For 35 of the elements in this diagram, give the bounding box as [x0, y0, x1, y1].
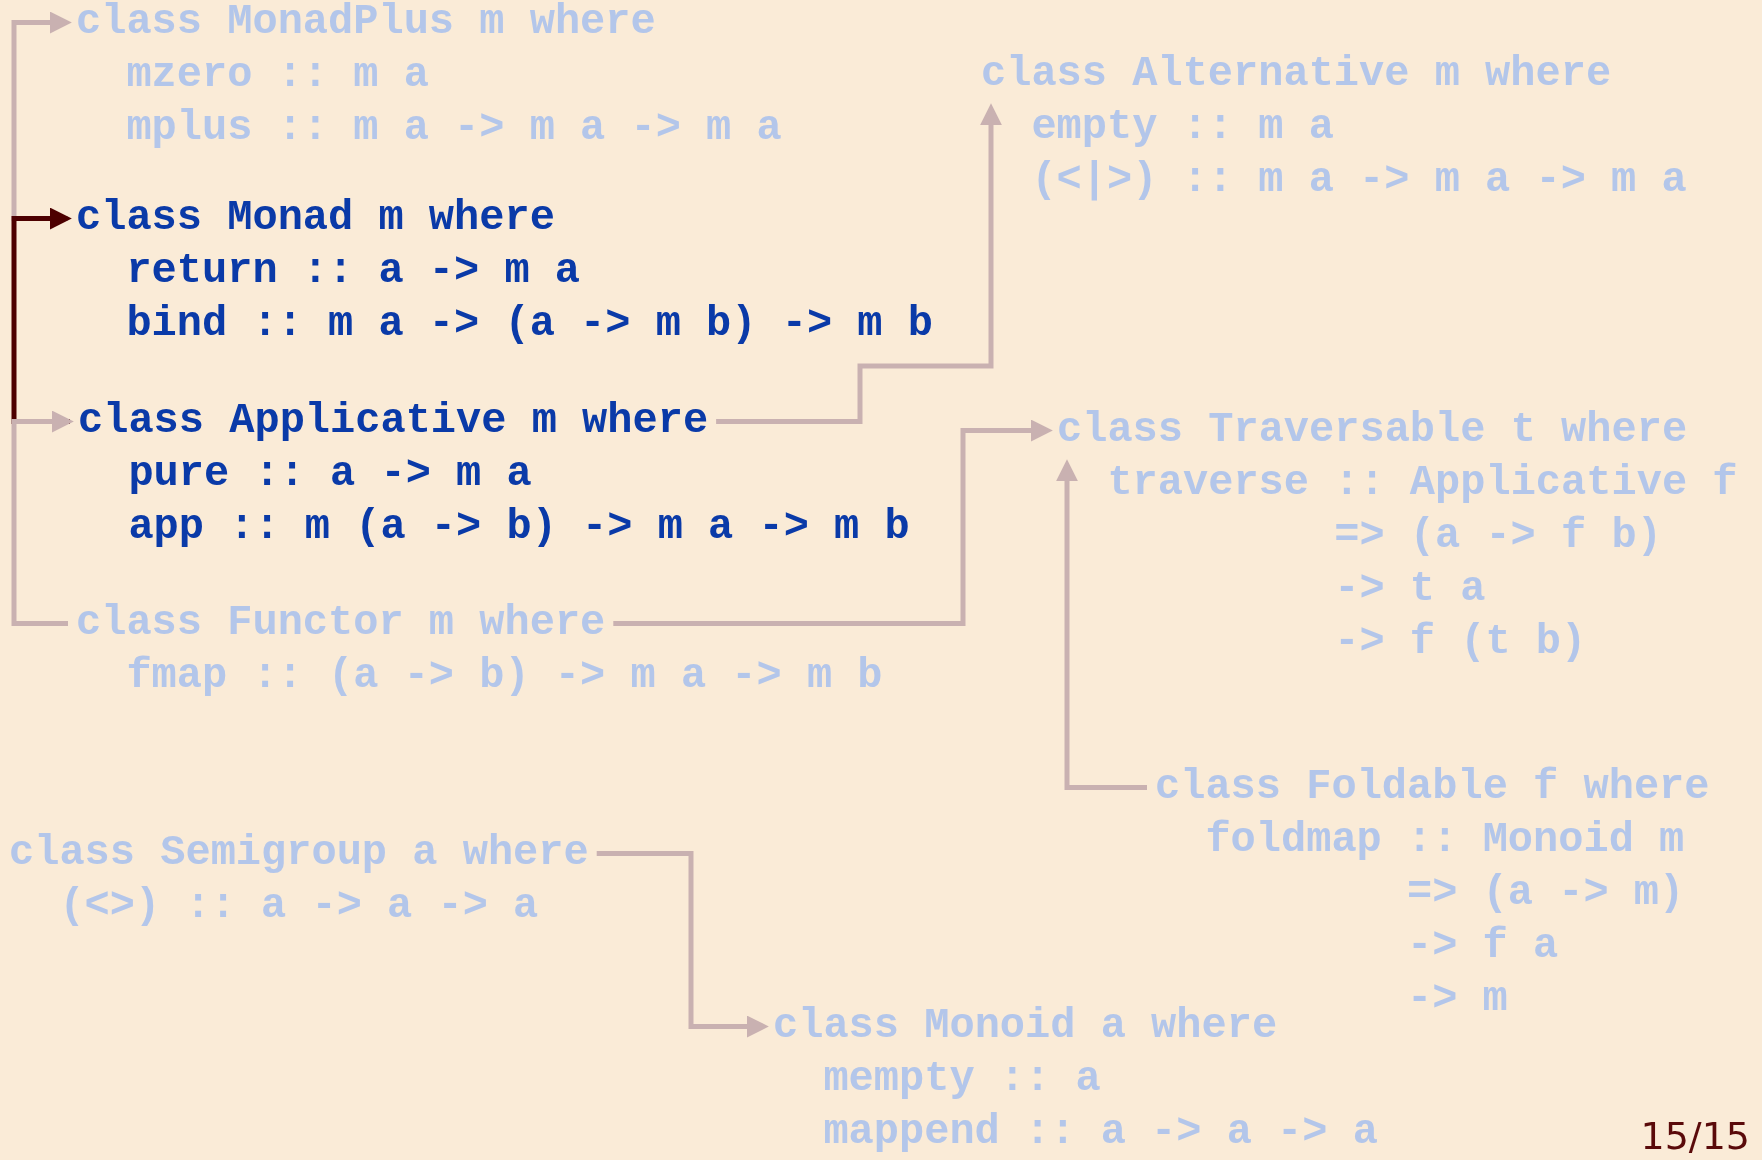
method-signature: app :: m (a -> b) -> m a -> m b — [128, 502, 910, 553]
class-heading: class Monad m where — [76, 193, 555, 244]
method-signature: mplus :: m a -> m a -> m a — [126, 103, 782, 154]
arrow — [596, 851, 769, 1038]
class-heading: class Applicative m where — [78, 396, 709, 447]
method-signature: -> f a — [1407, 921, 1559, 972]
method-signature: traverse :: Applicative f — [1107, 458, 1738, 509]
method-signature: => (a -> f b) — [1334, 511, 1662, 562]
method-signature: bind :: m a -> (a -> m b) -> m b — [126, 299, 933, 350]
class-heading: class MonadPlus m where — [76, 0, 656, 48]
method-signature: mappend :: a -> a -> a — [823, 1107, 1378, 1158]
method-signature: return :: a -> m a — [126, 246, 581, 297]
arrow — [1056, 459, 1147, 790]
method-signature: fmap :: (a -> b) -> m a -> m b — [126, 651, 883, 702]
method-signature: (<|>) :: m a -> m a -> m a — [1031, 155, 1687, 206]
class-heading: class Functor m where — [76, 598, 606, 649]
class-heading: class Traversable t where — [1057, 405, 1688, 456]
arrow — [613, 419, 1053, 626]
arrow — [716, 103, 1002, 424]
method-signature: => (a -> m) — [1407, 868, 1685, 919]
method-signature: (<>) :: a -> a -> a — [59, 881, 539, 932]
method-signature: foldmap :: Monoid m — [1205, 815, 1685, 866]
method-signature: empty :: m a — [1031, 102, 1334, 153]
page-number: 15/15 — [1640, 1114, 1750, 1158]
class-heading: class Semigroup a where — [9, 828, 589, 879]
method-signature: -> f (t b) — [1334, 617, 1587, 668]
method-signature: -> m — [1407, 974, 1508, 1025]
arrow — [11, 410, 74, 626]
method-signature: -> t a — [1334, 564, 1486, 615]
method-signature: pure :: a -> m a — [128, 449, 532, 500]
class-heading: class Monoid a where — [773, 1001, 1278, 1052]
method-signature: mempty :: a — [823, 1054, 1101, 1105]
class-heading: class Alternative m where — [981, 49, 1612, 100]
class-heading: class Foldable f where — [1155, 762, 1710, 813]
method-signature: mzero :: m a — [126, 50, 429, 101]
